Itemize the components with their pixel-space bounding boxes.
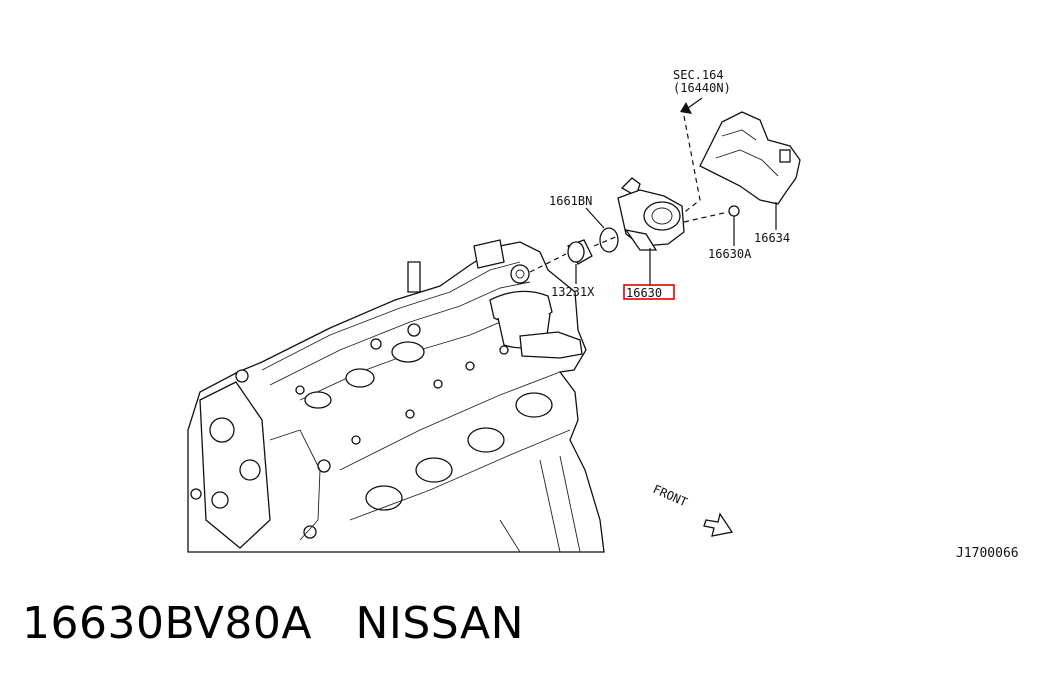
part-16634-cover xyxy=(699,111,801,205)
sec-ref-arrow xyxy=(687,97,703,109)
dashed-ref-line xyxy=(643,115,701,245)
dashed-oring-line xyxy=(593,235,619,247)
diagram-code: J1700066 xyxy=(956,546,1019,561)
part-16630-sensor xyxy=(617,177,685,251)
label-16630a: 16630A xyxy=(708,247,752,261)
label-13231x: 13231X xyxy=(551,285,595,299)
label-16630: 16630 xyxy=(626,286,662,300)
part-13231x-seal xyxy=(567,239,593,265)
label-16634: 16634 xyxy=(754,231,790,245)
part-caption: 16630BV80A NISSAN xyxy=(22,598,524,649)
label-front: FRONT xyxy=(651,482,690,509)
leader-16618n xyxy=(585,207,605,229)
highlight-box-16630 xyxy=(623,284,675,300)
dashed-seal-line xyxy=(529,253,567,273)
part-16630a-bolt xyxy=(728,205,740,217)
label-16618n: 1661BN xyxy=(549,194,592,208)
front-arrow-icon xyxy=(703,512,734,537)
label-sec-ref-part: (16440N) xyxy=(673,81,731,95)
part-16618n-oring xyxy=(599,227,619,253)
dashed-bolt-line xyxy=(683,211,729,223)
label-sec-ref: SEC.164 xyxy=(673,68,724,82)
engine-illustration xyxy=(187,239,605,553)
part-number: 16630BV80A xyxy=(22,598,312,649)
arrow-head-icon xyxy=(680,102,692,114)
brand-name: NISSAN xyxy=(355,598,525,649)
